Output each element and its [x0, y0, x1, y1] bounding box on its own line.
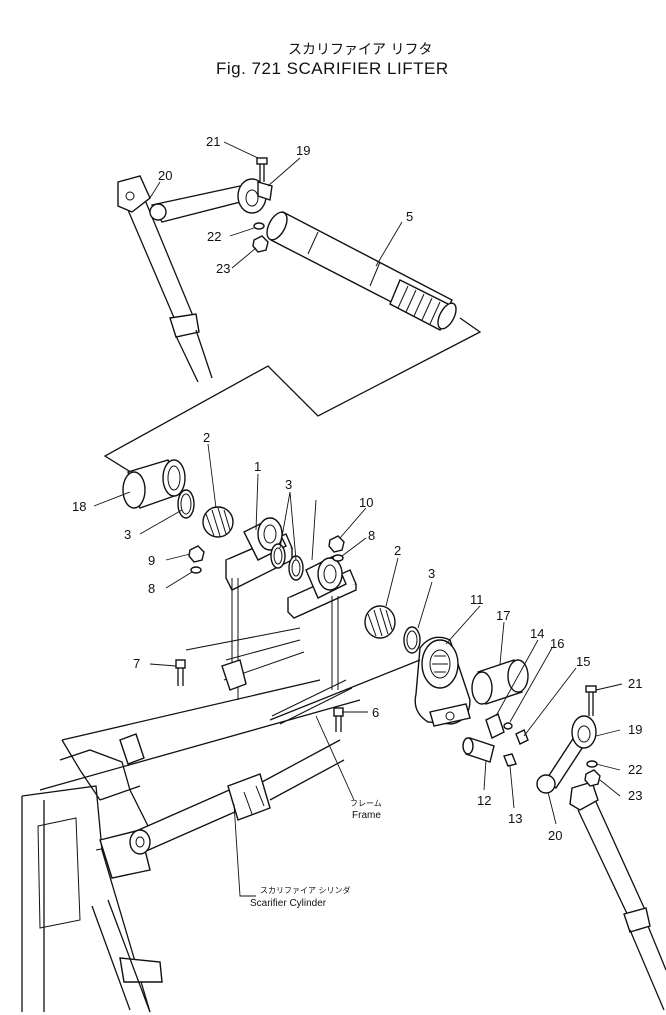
- callout-21-lower: 21: [628, 676, 642, 691]
- callout-3-right: 3: [428, 566, 435, 581]
- bushing-2-right: [364, 605, 396, 639]
- pin-12: [462, 737, 495, 763]
- ring-3-left: [177, 489, 195, 519]
- washer-22-upper: [253, 222, 265, 230]
- bearing-block-right: [287, 555, 357, 619]
- callout-11: 11: [470, 592, 484, 607]
- break-line: [103, 317, 482, 487]
- callout-2-left: 2: [203, 430, 210, 445]
- leader-lines: [93, 141, 623, 897]
- washer-22-lower: [586, 760, 598, 768]
- bushing-2-left: [202, 506, 234, 538]
- callout-16: 16: [550, 636, 564, 651]
- title-english: Fig. 721 SCARIFIER LIFTER: [216, 59, 449, 78]
- callout-14: 14: [530, 626, 544, 641]
- callout-23-lower: 23: [628, 788, 642, 803]
- upper-lever-assembly: [117, 175, 273, 383]
- title-japanese: スカリファイア リフタ: [288, 42, 432, 58]
- shaft-5: [266, 211, 457, 331]
- mount-bracket-left: [185, 578, 305, 700]
- callout-10: 10: [359, 495, 373, 510]
- washer-8-left: [190, 566, 202, 574]
- lower-lever-assembly: [536, 715, 666, 1011]
- callout-23-upper: 23: [216, 261, 230, 276]
- mount-bracket-right: [271, 596, 353, 725]
- callout-3-left: 3: [124, 527, 131, 542]
- lever-11: [414, 636, 471, 727]
- callout-6: 6: [372, 705, 379, 720]
- bolt-6: [333, 707, 344, 732]
- grease-fitting-13: [503, 753, 517, 767]
- nut-10-right: [328, 535, 345, 553]
- callout-20-lower: 20: [548, 828, 562, 843]
- callout-8-right: 8: [368, 528, 375, 543]
- callout-8-left: 8: [148, 581, 155, 596]
- plate-14: [485, 713, 505, 739]
- callout-1: 1: [254, 459, 261, 474]
- callout-3-middle: 3: [285, 477, 292, 492]
- bushing-17: [471, 659, 529, 705]
- callout-17: 17: [496, 608, 510, 623]
- callout-9: 9: [148, 553, 155, 568]
- callout-2-right: 2: [394, 543, 401, 558]
- bolt-7: [175, 659, 186, 686]
- bolt-21-lower: [585, 685, 597, 716]
- nut-23-upper: [252, 235, 269, 253]
- callout-22-lower: 22: [628, 762, 642, 777]
- callout-20-upper: 20: [158, 168, 172, 183]
- callout-15: 15: [576, 654, 590, 669]
- bolt-21-upper: [256, 157, 268, 182]
- callout-12: 12: [477, 793, 491, 808]
- callout-22-upper: 22: [207, 229, 221, 244]
- callout-numbers: 21 19 20 22 23 5 2 18 3 1 3 10 8 9 8 2 3…: [72, 134, 642, 843]
- nut-9-left: [188, 545, 205, 563]
- cylinder-label-english: Scarifier Cylinder: [250, 898, 327, 909]
- callout-19-upper: 19: [296, 143, 310, 158]
- nut-23-lower: [584, 769, 601, 787]
- frame: [21, 659, 421, 1013]
- scarifier-cylinder: [129, 739, 345, 855]
- rings-3-middle: [270, 543, 304, 581]
- callout-21-upper: 21: [206, 134, 220, 149]
- frame-label-english: Frame: [352, 810, 381, 821]
- bushing-18: [122, 459, 186, 509]
- washer-8-right: [332, 554, 344, 562]
- washer-16: [503, 722, 513, 730]
- callout-13: 13: [508, 811, 522, 826]
- frame-label-japanese: フレーム: [350, 799, 382, 808]
- callout-7: 7: [133, 656, 140, 671]
- ring-3-right: [403, 626, 421, 654]
- bolt-15: [515, 729, 529, 745]
- cylinder-label-japanese: スカリファイア シリンダ: [260, 885, 351, 895]
- callout-5: 5: [406, 209, 413, 224]
- callout-19-lower: 19: [628, 722, 642, 737]
- callout-18: 18: [72, 499, 86, 514]
